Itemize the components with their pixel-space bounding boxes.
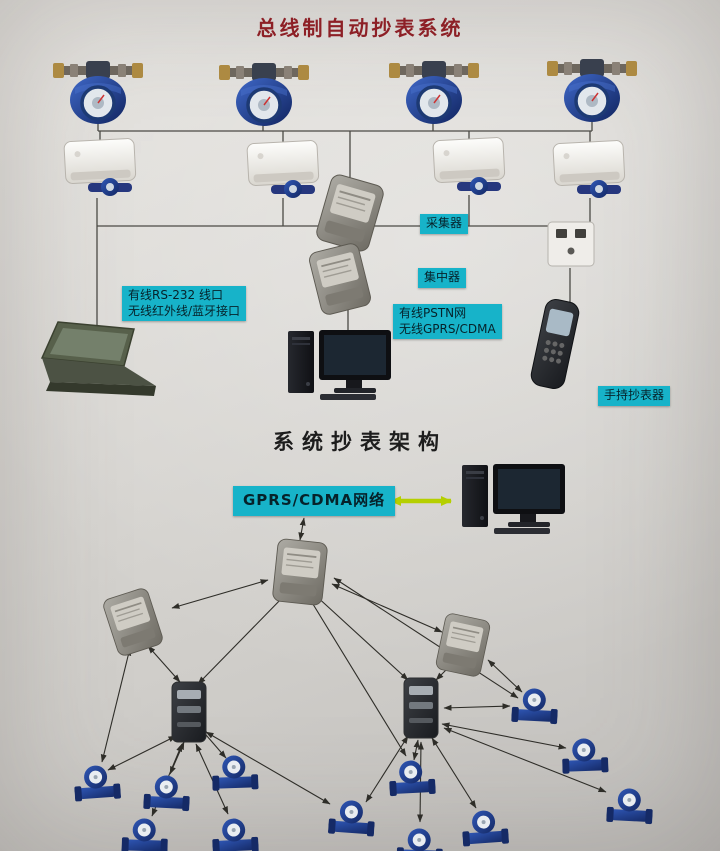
water-meter-node-icon	[396, 825, 443, 851]
page-title: 总线制自动抄表系统	[256, 16, 464, 40]
water-meter-node-icon	[211, 752, 258, 794]
water-meter-node-icon	[461, 806, 510, 849]
desktop-computer-icon	[286, 326, 398, 402]
water-meter-node-icon	[511, 685, 559, 727]
wireless-meter-unit-icon	[549, 139, 629, 201]
network-label: 有线PSTN网 无线GPRS/CDMA	[393, 304, 502, 340]
wireless-meter-unit-icon	[243, 139, 323, 201]
wireless-meter-unit-icon	[429, 136, 509, 198]
water-meter-node-icon	[606, 785, 654, 827]
server-computer-icon	[460, 460, 572, 536]
water-meter-icon	[53, 54, 143, 126]
network-label-line1: 有线PSTN网	[399, 306, 467, 320]
water-meter-node-icon	[388, 757, 436, 799]
concentrator-label: 集中器	[418, 268, 467, 288]
collector-node-icon	[267, 535, 334, 609]
concentrator-node-icon	[399, 676, 443, 740]
water-meter-node-icon	[121, 815, 168, 851]
interface-label-line2: 无线红外线/蓝牙接口	[128, 303, 241, 318]
water-meter-node-icon	[143, 772, 191, 814]
network-label-line2: 无线GPRS/CDMA	[399, 321, 496, 336]
laptop-icon	[34, 320, 166, 402]
handheld-label: 手持抄表器	[598, 386, 671, 406]
wireless-meter-unit-icon	[60, 137, 140, 199]
water-meter-node-icon	[328, 796, 377, 839]
concentrator-node-icon	[167, 680, 211, 744]
collector-label: 采集器	[420, 214, 469, 234]
interface-label-line1: 有线RS-232 线口	[128, 288, 224, 302]
water-meter-node-icon	[73, 761, 122, 804]
mesh-arrows	[100, 517, 607, 823]
water-meter-node-icon	[211, 815, 259, 851]
wall-unit-icon	[546, 220, 596, 268]
interface-label: 有线RS-232 线口 无线红外线/蓝牙接口	[122, 286, 247, 322]
section-title: 系统抄表架构	[273, 430, 447, 454]
water-meter-node-icon	[561, 735, 608, 777]
water-meter-icon	[219, 56, 309, 128]
gprs-network-label: GPRS/CDMA网络	[233, 486, 396, 516]
water-meter-icon	[389, 54, 479, 126]
water-meter-icon	[547, 52, 637, 124]
